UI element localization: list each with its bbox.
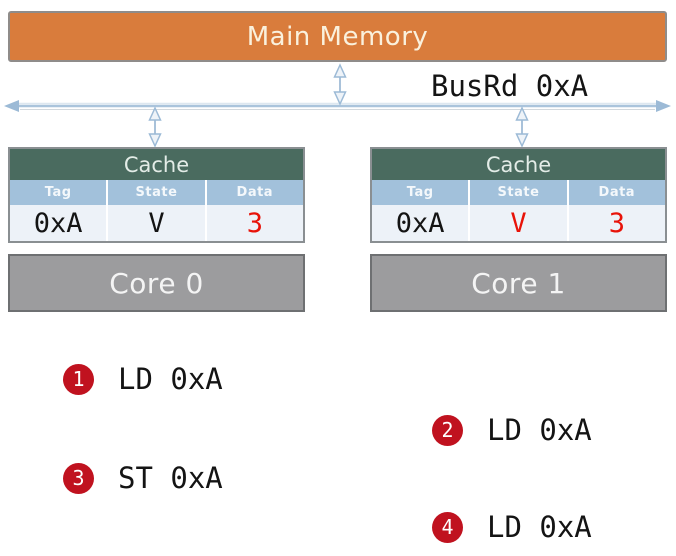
- main-memory-label: Main Memory: [246, 21, 429, 52]
- operation-4: 4 LD 0xA: [432, 510, 592, 544]
- cache0-header-tag: Tag: [44, 185, 72, 200]
- cache0-tag-value: 0xA: [33, 207, 83, 239]
- core1-box: Core 1: [370, 254, 667, 312]
- cache0-header-state: State: [106, 180, 204, 205]
- operation-3: 3 ST 0xA: [63, 461, 223, 495]
- operation-4-badge: 4: [432, 511, 463, 543]
- cache1-state-value: V: [468, 205, 566, 241]
- operation-2-badge: 2: [432, 414, 463, 446]
- operation-3-label: ST 0xA: [118, 461, 223, 495]
- cache1-data-value: 3: [566, 205, 665, 241]
- cache1-column-headers: Tag State Data: [372, 180, 665, 205]
- operation-4-label: LD 0xA: [487, 510, 592, 544]
- cache1-table: Cache Tag State Data 0xA V 3: [370, 147, 667, 243]
- cache1-header-tag: Tag: [406, 185, 434, 200]
- shared-bus-arrow: [4, 100, 671, 112]
- operation-3-badge: 3: [63, 462, 94, 494]
- core1-label: Core 1: [471, 266, 566, 300]
- cache1-header-state: State: [468, 180, 566, 205]
- cache0-column-headers: Tag State Data: [10, 180, 303, 205]
- cache1-header-data: Data: [566, 180, 665, 205]
- operation-1: 1 LD 0xA: [63, 362, 223, 396]
- bus-transaction-label: BusRd 0xA: [431, 69, 589, 103]
- core0-box: Core 0: [8, 254, 305, 312]
- operation-1-label: LD 0xA: [118, 362, 223, 396]
- cache0-data-value: 3: [204, 205, 303, 241]
- cache0-state-value: V: [106, 205, 204, 241]
- bus-arrows: [4, 63, 671, 148]
- cache0-header-data: Data: [204, 180, 303, 205]
- cache1-tag-value: 0xA: [395, 207, 445, 239]
- cache0-title: Cache: [10, 149, 303, 180]
- memory-bus-arrow: [333, 63, 347, 106]
- cache1-bus-arrow: [515, 106, 529, 148]
- cache0-line-row: 0xA V 3: [10, 205, 303, 241]
- operation-1-badge: 1: [63, 363, 94, 395]
- main-memory-box: Main Memory: [8, 11, 667, 62]
- core0-label: Core 0: [109, 266, 204, 300]
- cache0-table: Cache Tag State Data 0xA V 3: [8, 147, 305, 243]
- operation-2: 2 LD 0xA: [432, 413, 592, 447]
- operation-2-label: LD 0xA: [487, 413, 592, 447]
- cache0-bus-arrow: [148, 106, 162, 148]
- cache1-title: Cache: [372, 149, 665, 180]
- cache1-line-row: 0xA V 3: [372, 205, 665, 241]
